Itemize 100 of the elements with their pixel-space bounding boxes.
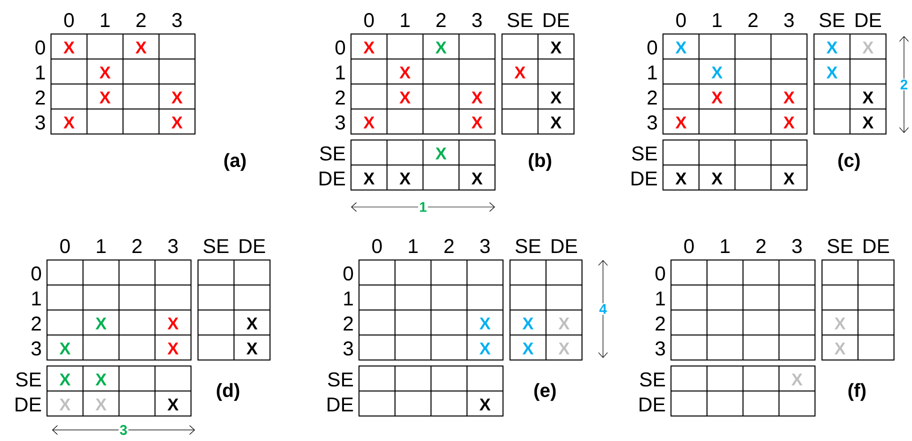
column-header: 2 bbox=[136, 13, 146, 27]
x-mark: X bbox=[784, 116, 795, 128]
x-mark: X bbox=[480, 318, 491, 330]
column-header: 3 bbox=[784, 13, 794, 28]
column-header: 2 bbox=[444, 239, 454, 253]
x-mark: X bbox=[436, 148, 447, 160]
column-header: DE bbox=[240, 239, 266, 253]
x-mark: X bbox=[558, 318, 570, 330]
x-mark: X bbox=[246, 318, 258, 330]
x-mark: X bbox=[550, 42, 562, 54]
row-header: 3 bbox=[655, 341, 665, 356]
column-header: 0 bbox=[372, 239, 382, 254]
x-mark: X bbox=[364, 172, 375, 184]
x-mark: X bbox=[480, 398, 491, 410]
row-header: DE bbox=[16, 398, 41, 412]
row-header: 2 bbox=[344, 316, 353, 330]
x-mark: X bbox=[472, 172, 483, 184]
x-mark: X bbox=[550, 116, 562, 128]
column-header: 0 bbox=[684, 239, 694, 254]
x-mark: X bbox=[168, 318, 179, 330]
x-mark: X bbox=[364, 116, 375, 128]
x-mark: X bbox=[168, 342, 179, 354]
row-header: 2 bbox=[32, 316, 41, 330]
row-header: DE bbox=[320, 172, 345, 186]
x-mark: X bbox=[792, 374, 803, 386]
column-header: 2 bbox=[436, 13, 446, 27]
row-header: 3 bbox=[647, 115, 657, 130]
x-mark: X bbox=[862, 42, 874, 54]
panel-label: (e) bbox=[534, 383, 556, 401]
row-header: 2 bbox=[648, 90, 657, 104]
row-header: 1 bbox=[656, 292, 665, 306]
x-mark: X bbox=[64, 116, 75, 128]
row-header: 0 bbox=[647, 40, 658, 55]
row-header: 3 bbox=[343, 341, 353, 356]
x-mark: X bbox=[64, 42, 75, 54]
x-mark: X bbox=[862, 116, 874, 128]
column-header: DE bbox=[864, 239, 890, 253]
row-header: 3 bbox=[35, 115, 45, 130]
column-header: 0 bbox=[364, 13, 374, 28]
x-mark: X bbox=[712, 92, 723, 104]
x-mark: X bbox=[826, 66, 838, 78]
column-header: 2 bbox=[748, 13, 758, 27]
column-header: DE bbox=[552, 239, 578, 253]
column-header: 1 bbox=[408, 239, 418, 253]
x-mark: X bbox=[472, 92, 483, 104]
x-mark: X bbox=[96, 374, 107, 386]
x-mark: X bbox=[676, 172, 687, 184]
row-header: 1 bbox=[36, 66, 45, 80]
x-mark: X bbox=[100, 92, 111, 104]
x-mark: X bbox=[784, 92, 795, 104]
column-header: 3 bbox=[472, 13, 482, 28]
x-mark: X bbox=[522, 318, 534, 330]
x-mark: X bbox=[712, 66, 723, 78]
column-header: 0 bbox=[676, 13, 686, 28]
row-header: 2 bbox=[656, 316, 665, 330]
x-mark: X bbox=[96, 318, 107, 330]
row-header: DE bbox=[328, 398, 353, 412]
dimension-label: 1 bbox=[418, 201, 428, 213]
column-header: 2 bbox=[132, 239, 142, 253]
x-mark: X bbox=[136, 42, 147, 54]
x-mark: X bbox=[514, 66, 526, 78]
x-mark: X bbox=[60, 398, 71, 410]
row-header: 1 bbox=[648, 66, 657, 80]
dimension-label: 2 bbox=[899, 78, 909, 90]
panel-label: (c) bbox=[838, 153, 860, 171]
column-header: 1 bbox=[400, 13, 410, 27]
x-mark: X bbox=[60, 342, 71, 354]
x-mark: X bbox=[246, 342, 258, 354]
row-header: 0 bbox=[35, 40, 46, 55]
row-header: 3 bbox=[31, 341, 41, 356]
column-header: SE bbox=[828, 239, 852, 254]
row-header: 2 bbox=[336, 90, 345, 104]
column-header: 3 bbox=[172, 13, 182, 28]
row-header: 0 bbox=[31, 266, 42, 281]
panel-label: (b) bbox=[528, 153, 552, 171]
row-header: 2 bbox=[36, 90, 45, 104]
x-mark: X bbox=[522, 342, 534, 354]
panel-label: (a) bbox=[224, 153, 246, 171]
column-header: DE bbox=[856, 13, 882, 27]
row-header: DE bbox=[640, 398, 665, 412]
row-header: SE bbox=[640, 372, 665, 387]
column-header: 0 bbox=[64, 13, 74, 28]
column-header: 2 bbox=[756, 239, 766, 253]
column-header: 3 bbox=[792, 239, 802, 254]
row-header: 0 bbox=[655, 266, 666, 281]
x-mark: X bbox=[400, 92, 411, 104]
dimension-label: 4 bbox=[598, 303, 608, 315]
row-header: 1 bbox=[336, 66, 345, 80]
x-mark: X bbox=[784, 172, 795, 184]
row-header: 0 bbox=[343, 266, 354, 281]
column-header: 3 bbox=[480, 239, 490, 254]
column-header: SE bbox=[820, 13, 844, 28]
x-mark: X bbox=[862, 92, 874, 104]
row-header: SE bbox=[632, 146, 657, 161]
x-mark: X bbox=[480, 342, 491, 354]
x-mark: X bbox=[60, 374, 71, 386]
row-header: SE bbox=[328, 372, 353, 387]
x-mark: X bbox=[400, 66, 411, 78]
x-mark: X bbox=[826, 42, 838, 54]
panel-label: (f) bbox=[848, 383, 866, 401]
